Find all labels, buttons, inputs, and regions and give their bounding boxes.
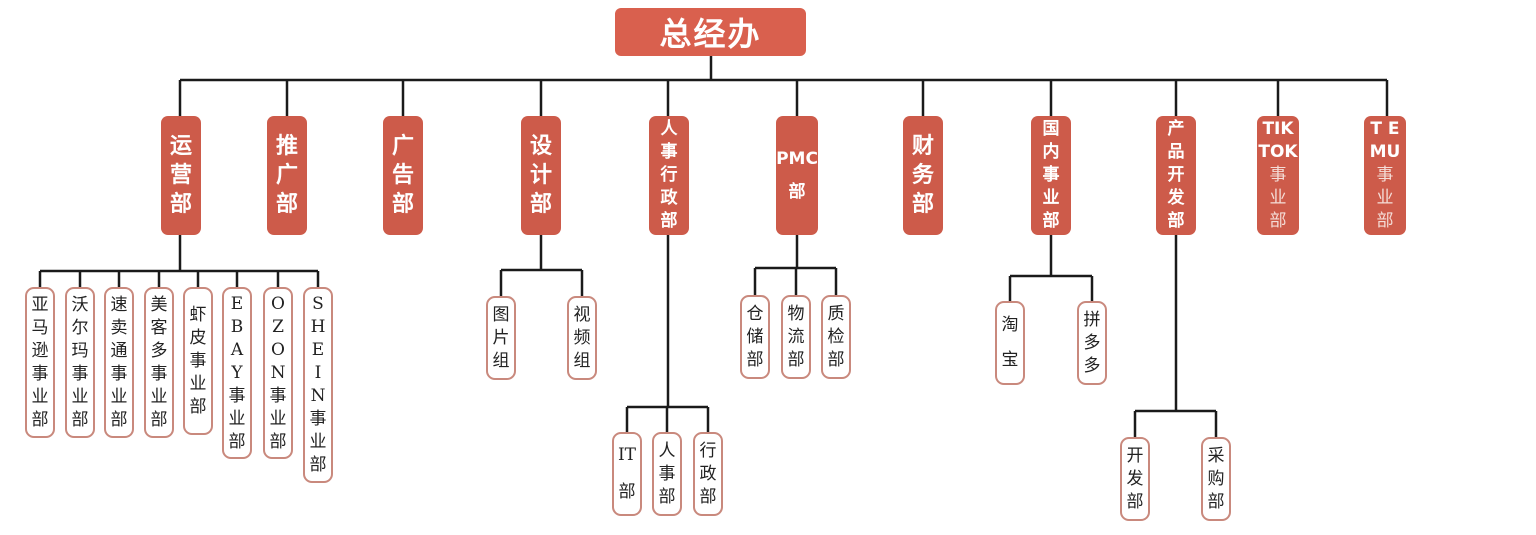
sub-shopee: 虾皮事业部 (183, 287, 213, 435)
sub-amazon: 亚马逊事业部 (25, 287, 55, 438)
dept-promotion: 推广部 (267, 116, 307, 235)
sub-mercadolibre: 美客多事业部 (144, 287, 174, 438)
sub-image-group: 图片组 (486, 296, 516, 380)
dept-advertising: 广告部 (383, 116, 423, 235)
sub-personnel: 人事部 (652, 432, 682, 516)
sub-development: 开发部 (1120, 437, 1150, 521)
sub-warehouse: 仓储部 (740, 295, 770, 379)
dept-operations: 运营部 (161, 116, 201, 235)
sub-pinduoduo: 拼多多 (1077, 301, 1107, 385)
dept-hr-admin: 人事行政部 (649, 116, 689, 235)
sub-quality-check: 质检部 (821, 295, 851, 379)
sub-aliexpress: 速卖通事业部 (104, 287, 134, 438)
dept-domestic: 国内事业部 (1031, 116, 1071, 235)
sub-taobao: 淘宝 (995, 301, 1025, 385)
sub-purchasing: 采购部 (1201, 437, 1231, 521)
dept-finance: 财务部 (903, 116, 943, 235)
sub-walmart: 沃尔玛事业部 (65, 287, 95, 438)
sub-administration: 行政部 (693, 432, 723, 516)
sub-video-group: 视频组 (567, 296, 597, 380)
sub-logistics: 物流部 (781, 295, 811, 379)
dept-design: 设计部 (521, 116, 561, 235)
top-node-general-office: 总经办 (615, 8, 806, 56)
dept-product-dev: 产品开发部 (1156, 116, 1196, 235)
